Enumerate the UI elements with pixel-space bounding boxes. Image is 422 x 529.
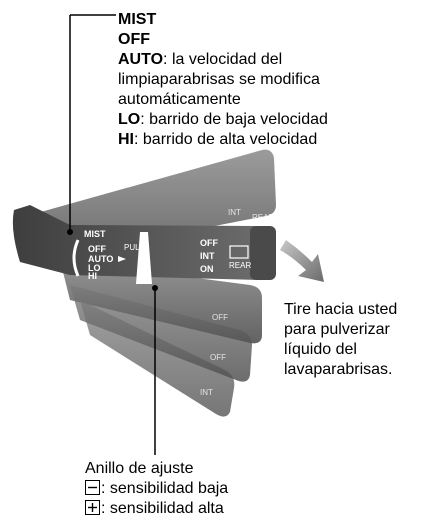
sensitivity-high-text: : sensibilidad alta [101, 500, 224, 517]
sensitivity-high-row: : sensibilidad alta [85, 499, 415, 519]
pull-note-line: líquido del [284, 341, 357, 358]
svg-text:OFF: OFF [212, 313, 228, 322]
sensitivity-low-text: : sensibilidad baja [101, 480, 229, 497]
lever-pull-label: PULL [124, 243, 145, 252]
mode-off: OFF [118, 31, 150, 48]
mode-auto-cont-1: limpiaparabrisas se modifica [118, 71, 320, 88]
svg-text:INT: INT [228, 208, 241, 217]
svg-text:INT: INT [200, 388, 213, 397]
lever-hi-label: HI [88, 271, 97, 281]
pull-note-line: Tire hacia usted [284, 301, 398, 318]
pull-note-line: para pulverizar [284, 321, 390, 338]
svg-text:OFF: OFF [210, 353, 226, 362]
sensitivity-low-row: : sensibilidad baja [85, 479, 415, 499]
wiper-mode-list: MIST OFF AUTO: la velocidad del limpiapa… [118, 10, 418, 150]
adjust-ring-block: Anillo de ajuste : sensibilidad baja : s… [85, 459, 415, 519]
lever-rear-label: REAR [229, 261, 251, 270]
lever-rear-on: ON [200, 264, 214, 274]
ghost-lever-lower-3 [80, 300, 235, 417]
svg-text:REAR: REAR [252, 213, 274, 222]
mode-auto: AUTO: la velocidad del [118, 51, 283, 68]
adjust-ring-marker [136, 232, 152, 284]
lever-end-cap [250, 226, 276, 280]
lever-rear-off: OFF [200, 238, 218, 248]
plus-icon [85, 500, 100, 515]
ghost-lever-lower-2 [70, 285, 252, 382]
mode-mist: MIST [118, 11, 157, 28]
mode-lo: LO: barrido de baja velocidad [118, 111, 328, 128]
lever-lo-label: LO [88, 263, 101, 273]
pull-direction-arrow [280, 240, 324, 282]
mode-auto-cont-2: automáticamente [118, 91, 241, 108]
lever-auto-label: AUTO [88, 254, 113, 264]
pull-washer-note: Tire hacia usted para pulverizar líquido… [284, 300, 422, 380]
pull-note-line: lavaparabrisas. [284, 361, 393, 378]
mode-hi: HI: barrido de alta velocidad [118, 131, 318, 148]
adjust-ring-title: Anillo de ajuste [85, 460, 194, 477]
lever-rear-int: INT [200, 251, 215, 261]
lever-off-label: OFF [88, 244, 106, 254]
lever-mist-label: MIST [84, 229, 106, 239]
minus-icon [85, 480, 100, 495]
